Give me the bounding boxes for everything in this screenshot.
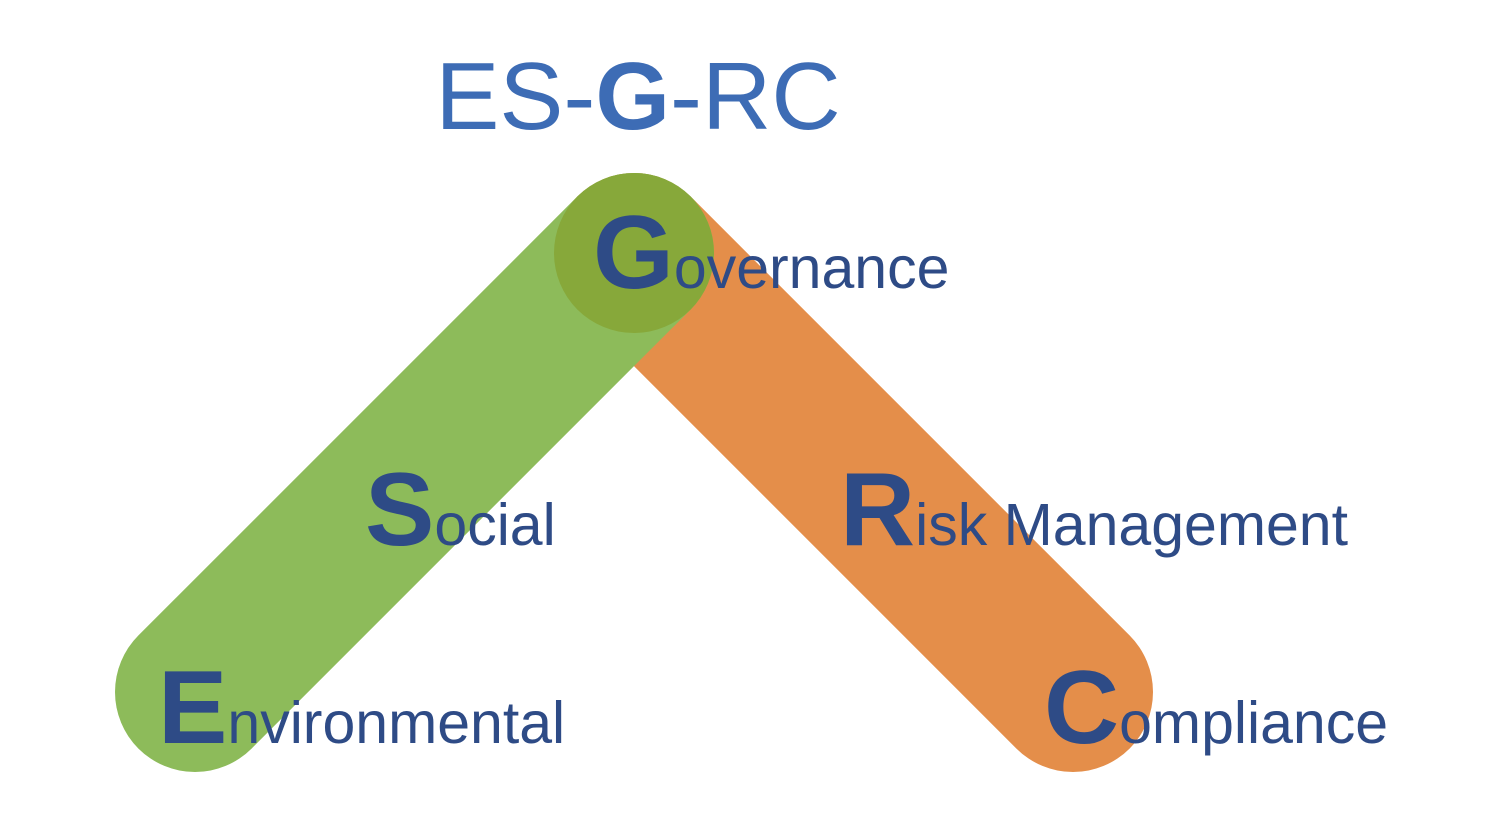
social-initial: S (365, 452, 435, 568)
diagram-title: ES-G-RC (0, 42, 1276, 152)
risk-text: isk Management (915, 492, 1348, 558)
social-text: ocial (434, 492, 556, 558)
green-band (115, 173, 714, 772)
governance-text: overnance (673, 235, 950, 301)
environmental-text: nvironmental (227, 690, 566, 756)
compliance-text: ompliance (1119, 690, 1389, 756)
title-highlight: G (595, 43, 671, 150)
compliance-label: Compliance (1044, 656, 1389, 763)
title-suffix: -RC (670, 43, 841, 150)
orange-band (554, 173, 1153, 772)
governance-initial: G (593, 195, 674, 311)
apex-overlap (554, 173, 714, 333)
risk-initial: R (840, 452, 916, 568)
title-prefix: ES- (435, 43, 596, 150)
governance-label: Governance (593, 201, 950, 308)
compliance-initial: C (1044, 650, 1120, 766)
environmental-label: Environmental (158, 656, 566, 763)
risk-management-label: Risk Management (840, 458, 1348, 565)
social-label: Social (365, 458, 556, 565)
environmental-initial: E (158, 650, 228, 766)
